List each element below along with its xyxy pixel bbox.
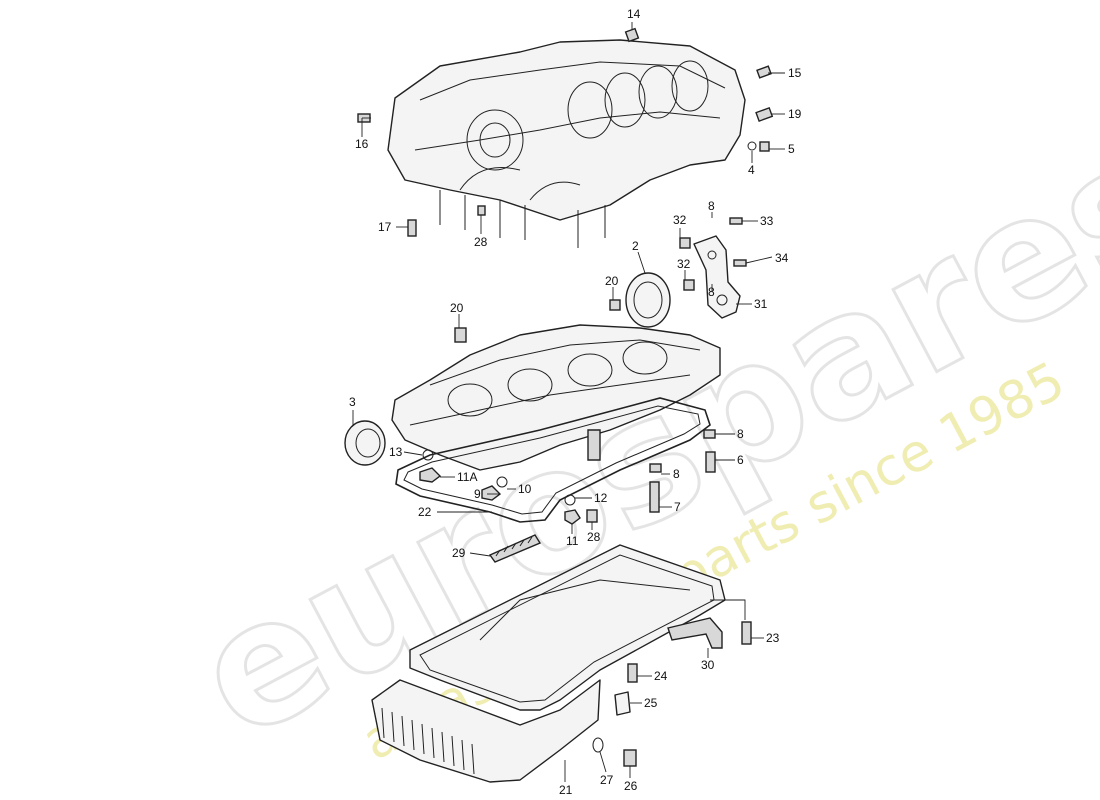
callout-9: 9 xyxy=(474,487,481,501)
callout-8-top: 8 xyxy=(708,199,715,213)
callout-19: 19 xyxy=(788,107,802,121)
callout-24: 24 xyxy=(654,669,668,683)
callout-14: 14 xyxy=(627,7,641,21)
callout-20-upper: 20 xyxy=(605,274,619,288)
oil-pan-gasket xyxy=(395,397,711,523)
callout-29: 29 xyxy=(452,546,466,560)
callout-15: 15 xyxy=(788,66,802,80)
callout-23: 23 xyxy=(766,631,780,645)
callout-11A: 11A xyxy=(457,470,477,484)
callout-10: 10 xyxy=(518,482,532,496)
oil-pan xyxy=(371,544,752,783)
callout-25: 25 xyxy=(644,696,658,710)
callout-16: 16 xyxy=(355,137,369,151)
callout-3: 3 xyxy=(349,395,356,409)
callout-6: 6 xyxy=(737,453,744,467)
callout-27: 27 xyxy=(600,773,614,787)
callout-26: 26 xyxy=(624,779,638,793)
callout-31: 31 xyxy=(754,297,768,311)
seal-ring xyxy=(609,272,671,328)
callout-33: 33 xyxy=(760,214,774,228)
callout-12: 12 xyxy=(594,491,608,505)
callout-28-lower: 28 xyxy=(587,530,601,544)
watermark: eurospares a passion for parts since 198… xyxy=(165,97,1100,779)
callout-32-top: 32 xyxy=(673,213,687,227)
callout-13: 13 xyxy=(389,445,403,459)
rear-seal xyxy=(344,420,386,466)
callout-34: 34 xyxy=(775,251,789,265)
callout-22: 22 xyxy=(418,505,432,519)
callout-4: 4 xyxy=(748,163,755,177)
callout-labels: 14 15 16 19 4 5 17 28 8 33 32 2 32 34 8 … xyxy=(349,7,802,797)
callout-17: 17 xyxy=(378,220,392,234)
callout-32-lower: 32 xyxy=(677,257,691,271)
callout-11: 11 xyxy=(566,534,579,548)
callout-21: 21 xyxy=(559,783,573,797)
callout-20-lower: 20 xyxy=(450,301,464,315)
upper-crankcase xyxy=(357,27,774,248)
callout-30: 30 xyxy=(701,658,715,672)
callout-8-bracket: 8 xyxy=(708,285,715,299)
lower-crankcase xyxy=(391,324,721,471)
callout-7: 7 xyxy=(674,500,681,514)
fasteners xyxy=(419,429,716,525)
callout-8-right: 8 xyxy=(737,427,744,441)
callout-5: 5 xyxy=(788,142,795,156)
callout-8-mid: 8 xyxy=(673,467,680,481)
callout-28-top: 28 xyxy=(474,235,488,249)
leader-lines xyxy=(352,22,785,782)
oil-strainer xyxy=(488,534,542,563)
callout-2: 2 xyxy=(632,239,639,253)
